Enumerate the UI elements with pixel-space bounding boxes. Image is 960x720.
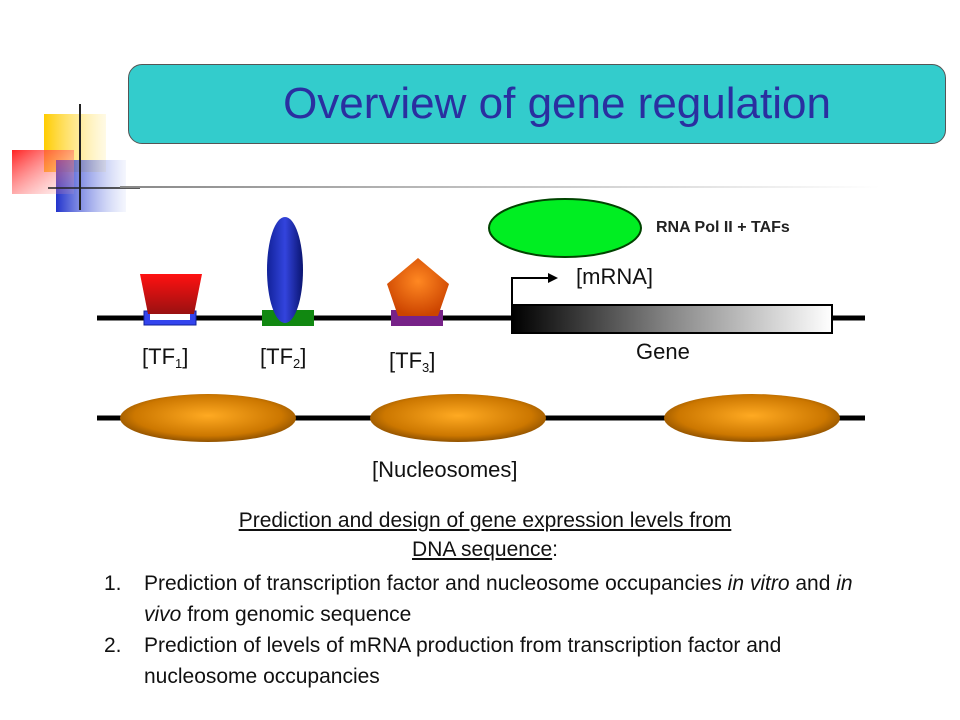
tf1-label: [TF1] [142, 344, 189, 371]
nucleosomes-label: [Nucleosomes] [372, 457, 518, 482]
tf3-shape [387, 258, 449, 316]
prediction-list: 1. Prediction of transcription factor an… [104, 568, 864, 692]
title-underline [120, 186, 880, 188]
gene-label: Gene [636, 339, 690, 364]
nucleosome-2 [370, 394, 546, 442]
tf2-label: [TF2] [260, 344, 307, 371]
page-title: Overview of gene regulation [283, 79, 831, 128]
list-item: 2. Prediction of levels of mRNA producti… [104, 634, 782, 688]
red-square [12, 150, 74, 194]
nucleosome-1 [120, 394, 296, 442]
tf1-shape [140, 274, 202, 314]
tf3-label: [TF3] [389, 348, 436, 375]
tf2-shape [267, 217, 303, 323]
title-banner: Overview of gene regulation [128, 64, 946, 144]
gene-box [511, 304, 833, 334]
prediction-heading: Prediction and design of gene expression… [160, 506, 810, 564]
nucleosome-3 [664, 394, 840, 442]
prediction-heading-line2: DNA sequence [412, 538, 553, 561]
rna-pol-label: RNA Pol II + TAFs [656, 219, 790, 236]
mrna-label: [mRNA] [576, 264, 653, 289]
corner-decoration [12, 104, 140, 212]
list-item: 1. Prediction of transcription factor an… [104, 572, 853, 626]
prediction-heading-line1: Prediction and design of gene expression… [238, 509, 732, 532]
transcription-arrow [511, 277, 548, 305]
rna-pol-ii-shape [488, 198, 642, 258]
